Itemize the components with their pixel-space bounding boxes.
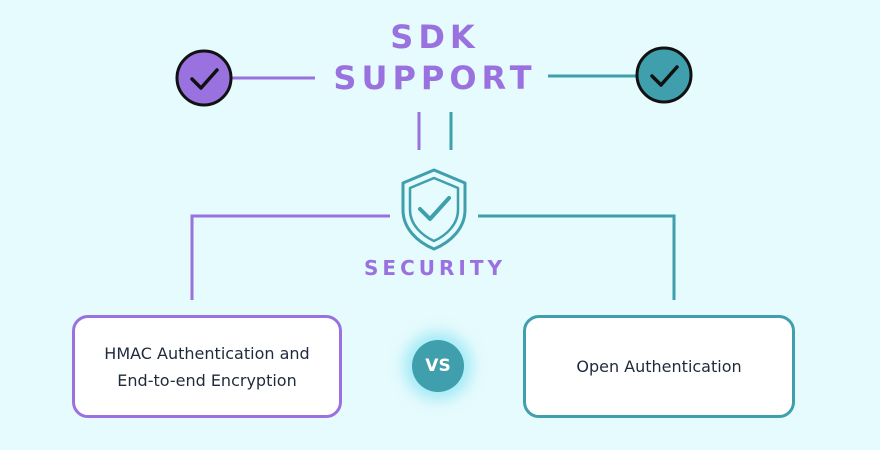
hmac-option-box: HMAC Authentication and End-to-end Encry…	[72, 315, 342, 418]
hmac-option-line-2: End-to-end Encryption	[117, 370, 297, 390]
vs-badge: VS	[412, 340, 464, 392]
title-line-1: SDK	[390, 18, 480, 56]
open-auth-option-box: Open Authentication	[523, 315, 795, 418]
check-circle-icon	[635, 46, 693, 104]
right-bracket	[478, 214, 676, 300]
open-auth-option-text: Open Authentication	[576, 357, 742, 376]
hmac-option-text: HMAC Authentication and End-to-end Encry…	[104, 340, 309, 394]
check-circle-icon	[175, 49, 233, 107]
security-label: SECURITY	[364, 256, 506, 280]
hmac-option-line-1: HMAC Authentication and	[104, 343, 310, 363]
title-line-2: SUPPORT	[333, 59, 537, 97]
left-bracket	[190, 214, 390, 300]
shield-check-icon	[401, 168, 467, 251]
